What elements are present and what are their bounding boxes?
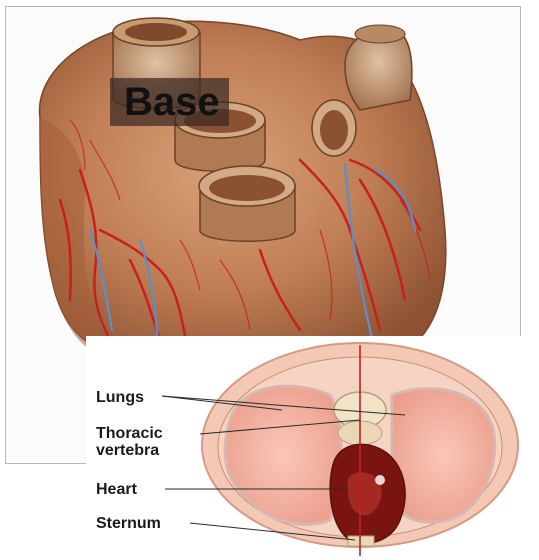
sternum-label: Sternum	[96, 516, 161, 532]
thoracic-vertebra-label-line2: vertebra	[96, 443, 159, 459]
thoracic-vertebra-label-line1: Thoracic	[96, 426, 163, 442]
heart-label: Heart	[96, 482, 137, 498]
lungs-label: Lungs	[96, 390, 144, 406]
